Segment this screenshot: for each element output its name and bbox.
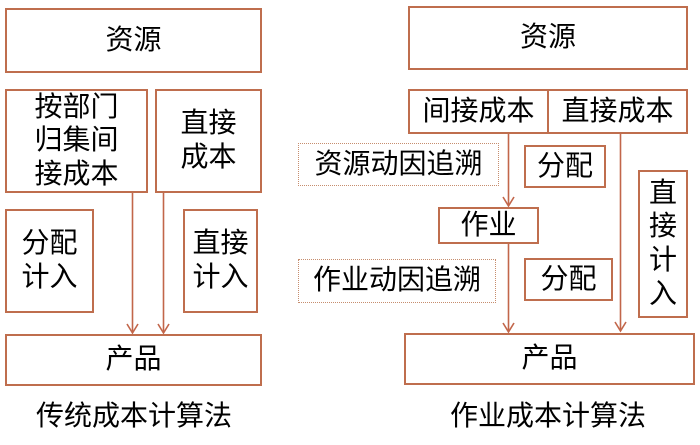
right-indirect-to-activity-arrow: [502, 134, 515, 208]
left-diagram-caption: 传统成本计算法: [35, 401, 232, 432]
left-resource-box: 资源: [5, 8, 262, 73]
left-indirect-to-product-arrow: [126, 193, 139, 335]
right-allocation-top-box: 分配: [524, 145, 606, 188]
right-resource-box: 资源: [408, 6, 688, 70]
activity-driver-trace-box: 作业动因追溯: [298, 259, 496, 303]
right-diagram-caption: 作业成本计算法: [449, 401, 646, 432]
right-direct-cost-box: 直接成本: [547, 89, 688, 134]
left-dept-indirect-cost-box: 按部门 归集间 接成本: [5, 89, 148, 193]
right-direct-to-product-arrow: [614, 134, 627, 333]
resource-driver-trace-box: 资源动因追溯: [298, 143, 499, 186]
right-indirect-cost-box: 间接成本: [408, 89, 549, 134]
left-direct-in-box: 直接 计入: [183, 209, 258, 313]
right-product-box: 产品: [404, 333, 695, 385]
left-product-box: 产品: [5, 334, 262, 386]
left-direct-cost-box: 直接 成本: [155, 89, 262, 193]
right-allocation-bottom-box: 分配: [524, 258, 613, 301]
left-direct-to-product-arrow: [157, 193, 170, 335]
left-allocate-in-box: 分配 计入: [5, 209, 94, 313]
right-direct-in-box: 直 接 计 入: [638, 170, 688, 318]
activity-box: 作业: [438, 207, 539, 244]
right-activity-to-product-arrow: [502, 244, 515, 334]
